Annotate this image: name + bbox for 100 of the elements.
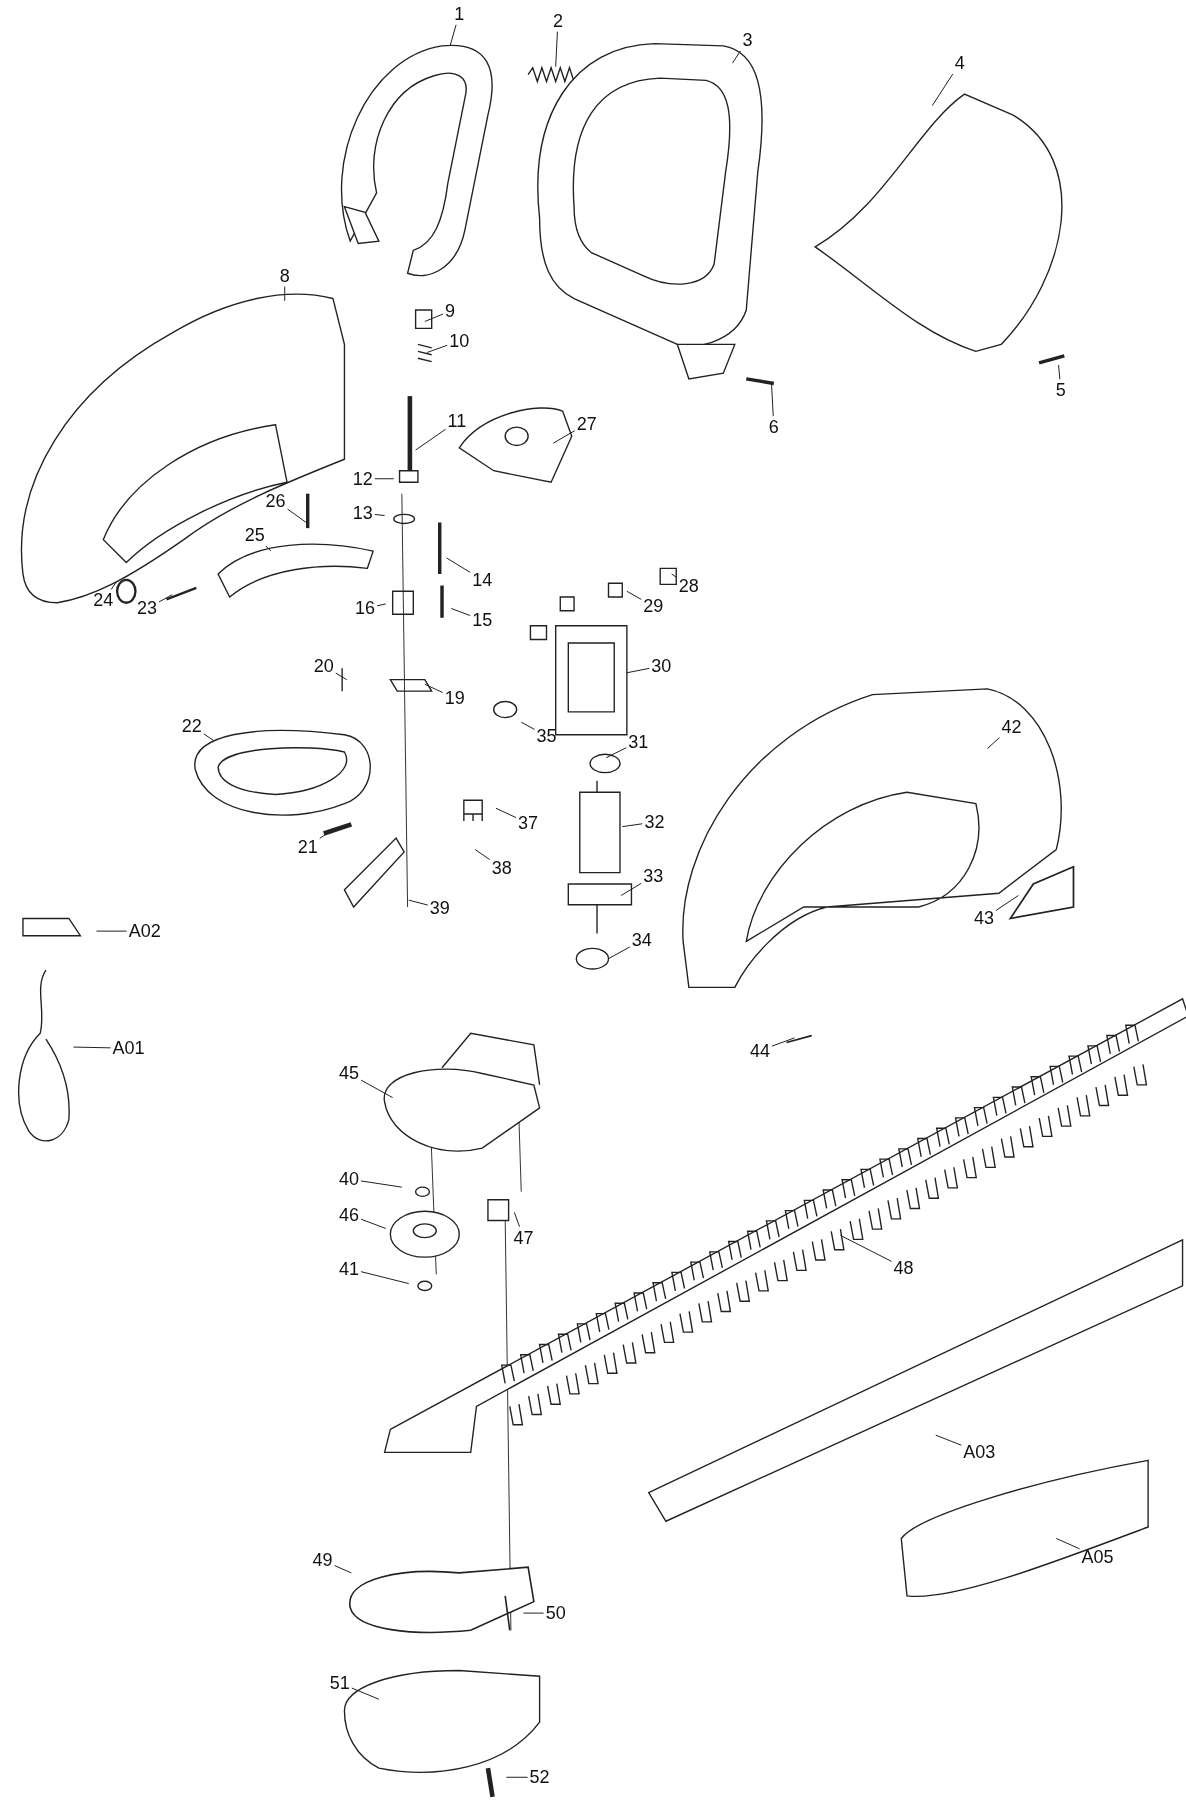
leader-line (608, 946, 631, 960)
callout-number: 35 (536, 725, 557, 746)
callout-number: 52 (529, 1767, 550, 1788)
callout-number: 21 (297, 837, 318, 858)
leader-line (474, 849, 491, 861)
callout-number: 16 (355, 598, 376, 619)
callout-number: 13 (352, 503, 373, 524)
leader-line (360, 1180, 403, 1188)
callout-number: 26 (265, 490, 286, 511)
callout-number: 6 (768, 417, 779, 438)
callout-number: 32 (644, 812, 665, 833)
leader-line (513, 1211, 521, 1228)
callout-number: 30 (651, 655, 672, 676)
callout-number: 1 (454, 3, 465, 24)
leader-line (771, 382, 774, 417)
leader-line (360, 1218, 387, 1229)
callout-number: 20 (313, 655, 334, 676)
leader-line (335, 672, 348, 681)
leader-line (158, 594, 173, 603)
callout-number: 45 (339, 1063, 360, 1084)
leader-line (626, 667, 650, 674)
callout-number: 8 (279, 265, 290, 286)
leader-line (203, 733, 215, 742)
callout-number: A02 (128, 921, 161, 942)
leader-line (450, 608, 471, 616)
callout-number: 33 (643, 866, 664, 886)
leader-line (374, 478, 395, 480)
leader-line (446, 557, 471, 573)
callout-number: 9 (445, 301, 456, 322)
callout-number: 29 (643, 596, 664, 617)
callout-number: 25 (244, 525, 265, 545)
callout-number: 43 (973, 908, 994, 929)
callout-number: 34 (631, 930, 652, 951)
leader-line (626, 590, 642, 600)
leader-line (523, 1612, 545, 1614)
callout-number: 48 (893, 1257, 914, 1278)
leader-line (505, 1776, 529, 1778)
callout-number: A01 (112, 1038, 145, 1059)
callout-number: 40 (339, 1169, 360, 1190)
callout-number: 4 (954, 53, 965, 74)
callout-number: 49 (312, 1550, 333, 1571)
leader-line (552, 430, 576, 444)
callout-number: 38 (491, 857, 512, 878)
leader-line (620, 882, 642, 897)
callout-number: 47 (513, 1227, 534, 1248)
leader-line (995, 895, 1019, 911)
callout-number: 11 (447, 411, 467, 432)
leader-line (319, 828, 334, 840)
leader-line (110, 580, 118, 590)
leader-line (671, 573, 678, 578)
callout-number: 12 (352, 468, 373, 489)
callout-number: 44 (750, 1040, 771, 1061)
leader-line (415, 428, 447, 451)
callout-number: 39 (429, 898, 450, 919)
leader-line (520, 721, 535, 730)
leader-line (265, 545, 272, 552)
callout-number: 42 (1001, 716, 1022, 737)
callout-number: 2 (552, 10, 563, 31)
leader-line (424, 313, 444, 322)
leader-line (986, 737, 1000, 750)
leader-line (771, 1037, 795, 1047)
callout-number: 51 (329, 1673, 350, 1694)
callout-number: 37 (518, 813, 539, 834)
callout-number: 10 (449, 331, 470, 351)
leader-line (449, 24, 457, 47)
leader-line (360, 1271, 410, 1285)
callout-number: 28 (678, 575, 699, 596)
callout-number: 19 (444, 688, 465, 709)
leader-line (95, 930, 128, 932)
callout-number: 14 (472, 569, 493, 590)
leader-line (931, 73, 954, 107)
leader-line (424, 683, 444, 693)
leader-line (621, 823, 643, 828)
leader-line (1058, 364, 1061, 380)
leader-line (284, 286, 286, 302)
callout-number: 27 (576, 413, 597, 434)
leader-line (495, 807, 517, 819)
callout-number: 24 (93, 590, 114, 611)
callout-number: 22 (181, 715, 202, 736)
callout-number: A03 (963, 1442, 996, 1463)
callout-number: 41 (339, 1258, 360, 1279)
leader-line (605, 747, 627, 759)
leader-line (408, 899, 429, 906)
leader-line (555, 31, 558, 68)
callout-number: 31 (628, 731, 649, 752)
leader-line (374, 513, 386, 516)
leader-line (334, 1565, 352, 1574)
callout-number: 3 (742, 30, 753, 51)
leader-line (376, 603, 387, 607)
callout-number: 15 (472, 609, 493, 630)
leader-line (732, 50, 741, 64)
leader-line (351, 1687, 380, 1700)
leader-line (426, 344, 448, 353)
leader-line (839, 1234, 893, 1262)
leader-line (360, 1079, 394, 1099)
callout-number: 46 (339, 1204, 360, 1225)
callout-number: A05 (1081, 1546, 1114, 1567)
callout-number: 50 (545, 1603, 566, 1624)
leader-line (287, 508, 309, 525)
leader-line (935, 1434, 962, 1446)
